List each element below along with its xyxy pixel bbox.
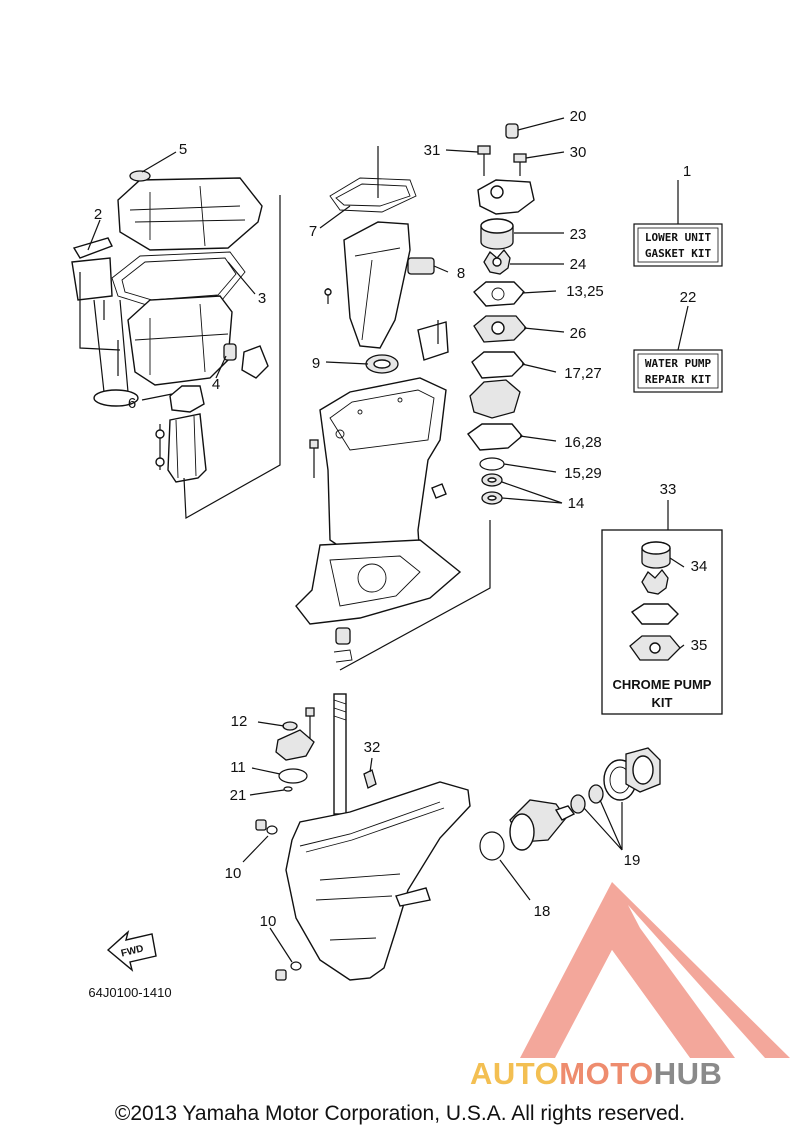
callout-10-upper: 10 [225, 865, 242, 882]
callout-23: 23 [570, 226, 587, 243]
callout-19: 19 [624, 852, 641, 869]
callout-9: 9 [312, 355, 320, 372]
water-pump-stack [467, 123, 535, 505]
callout-numbers: 5 2 3 4 6 7 8 9 20 31 30 1 23 24 13,25 2… [88, 108, 707, 1000]
fwd-label: FWD [120, 943, 145, 959]
callout-32: 32 [364, 739, 381, 756]
callout-15-29: 15,29 [564, 465, 602, 482]
water-pump-repair-kit-box: WATER PUMP REPAIR KIT [633, 305, 723, 393]
automotohub-logo-mark [520, 882, 790, 1058]
callout-1: 1 [683, 163, 691, 180]
lower-gearcase-assembly [255, 693, 661, 981]
copyright-notice: ©2013 Yamaha Motor Corporation, U.S.A. A… [114, 1102, 686, 1125]
upper-casing-assembly [71, 146, 379, 519]
callout-24: 24 [570, 256, 587, 273]
wordmark-auto: AUTO [470, 1056, 560, 1091]
forward-direction-arrow: FWD [106, 929, 157, 972]
water-pump-kit-line1: WATER PUMP [645, 357, 712, 370]
callout-35: 35 [691, 637, 708, 654]
callout-7: 7 [309, 223, 317, 240]
callout-26: 26 [570, 325, 587, 342]
chrome-kit-line2: KIT [652, 695, 673, 710]
chrome-pump-kit-box: CHROME PUMP KIT [601, 500, 723, 715]
wordmark-hub: HUB [653, 1056, 723, 1091]
callout-16-28: 16,28 [564, 434, 602, 451]
callout-5: 5 [179, 141, 187, 158]
callout-2: 2 [94, 206, 102, 223]
callout-8: 8 [457, 265, 465, 282]
callout-6: 6 [128, 395, 136, 412]
gasket-kit-line2: GASKET KIT [645, 247, 712, 260]
gasket-kit-line1: LOWER UNIT [645, 231, 712, 244]
diagram-code: 64J0100-1410 [88, 985, 171, 1000]
callout-20: 20 [570, 108, 587, 125]
callout-22: 22 [680, 289, 697, 306]
chrome-kit-line1: CHROME PUMP [613, 677, 712, 692]
callout-14: 14 [568, 495, 585, 512]
callout-30: 30 [570, 144, 587, 161]
callout-11: 11 [230, 759, 246, 776]
callout-17-27: 17,27 [564, 365, 602, 382]
callout-34: 34 [691, 558, 708, 575]
drive-shaft-housing [295, 177, 491, 671]
callout-21: 21 [230, 787, 247, 804]
callout-3: 3 [258, 290, 266, 307]
callout-13-25: 13,25 [566, 283, 604, 300]
lower-unit-gasket-kit-box: LOWER UNIT GASKET KIT [633, 180, 723, 267]
callout-33: 33 [660, 481, 677, 498]
callout-12: 12 [231, 713, 248, 730]
wordmark-moto: MOTO [559, 1056, 654, 1091]
automotohub-wordmark: AUTOMOTOHUB [470, 1056, 722, 1092]
callout-4: 4 [212, 376, 220, 393]
callout-18: 18 [534, 903, 551, 920]
callout-31: 31 [424, 142, 441, 159]
water-pump-kit-line2: REPAIR KIT [645, 373, 712, 386]
callout-10-lower: 10 [260, 913, 277, 930]
leader-lines [87, 117, 685, 963]
